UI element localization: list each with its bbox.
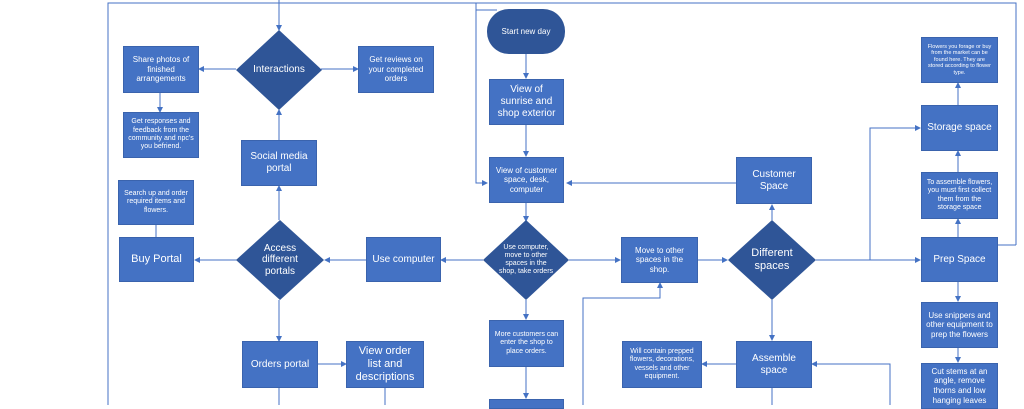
customer-space-node: Customer Space (736, 157, 812, 204)
use-computer-decision-label: Use computer, move to other spaces in th… (498, 243, 554, 276)
different-spaces-label: Different spaces (751, 247, 793, 272)
search-order-label: Search up and order required items and f… (124, 189, 188, 214)
storage-space-label: Storage space (927, 122, 992, 133)
buy-portal-node: Buy Portal (119, 237, 194, 282)
start-new-day-node: Start new day (487, 9, 565, 54)
social-media-portal-label: Social media portal (250, 151, 308, 174)
get-reviews-label: Get reviews on your completed orders (368, 55, 424, 84)
connector-bottom-loop-to-move (582, 282, 663, 405)
orders-portal-label: Orders portal (250, 358, 310, 370)
move-other-spaces-label: Move to other spaces in the shop. (635, 245, 684, 274)
view-sunrise-label: View of sunrise and shop exterior (497, 84, 556, 119)
flowers-forage-node: Flowers you forage or buy from the marke… (921, 37, 998, 83)
connector-outer-left (107, 2, 470, 405)
buy-portal-label: Buy Portal (131, 252, 182, 265)
assemble-space-node: Assemble space (736, 341, 812, 388)
connector-spaces-to-storage (869, 125, 921, 260)
use-snippers-label: Use snippers and other equipment to prep… (926, 310, 993, 339)
get-responses-label: Get responses and feedback from the comm… (128, 118, 194, 151)
will-contain-node: Will contain prepped flowers, decoration… (622, 341, 702, 388)
connector-top-into-customer (475, 3, 488, 186)
to-assemble-label: To assemble flowers, you must first coll… (926, 178, 993, 211)
bottom-center-node (489, 399, 564, 409)
search-order-node: Search up and order required items and f… (118, 180, 194, 225)
use-computer-decision: Use computer, move to other spaces in th… (483, 220, 569, 300)
more-customers-node: More customers can enter the shop to pla… (489, 320, 564, 367)
cut-stems-label: Cut stems at an angle, remove thorns and… (931, 366, 988, 405)
use-snippers-node: Use snippers and other equipment to prep… (921, 302, 998, 348)
prep-space-node: Prep Space (921, 237, 998, 282)
more-customers-label: More customers can enter the shop to pla… (494, 330, 559, 355)
customer-space-label: Customer Space (752, 168, 796, 192)
will-contain-label: Will contain prepped flowers, decoration… (629, 347, 695, 380)
get-responses-node: Get responses and feedback from the comm… (123, 112, 199, 158)
share-photos-node: Share photos of finished arrangements (123, 46, 199, 93)
use-computer-node: Use computer (366, 237, 441, 282)
use-computer-label: Use computer (372, 253, 435, 265)
view-order-list-node: View order list and descriptions (346, 341, 424, 388)
get-reviews-node: Get reviews on your completed orders (358, 46, 434, 93)
cut-stems-node: Cut stems at an angle, remove thorns and… (921, 363, 998, 409)
move-other-spaces-node: Move to other spaces in the shop. (621, 237, 698, 283)
access-portals-decision: Access different portals (236, 220, 324, 300)
different-spaces-decision: Different spaces (728, 220, 816, 300)
view-customer-space-node: View of customer space, desk, computer (489, 157, 564, 203)
prep-space-label: Prep Space (933, 253, 986, 265)
assemble-space-label: Assemble space (752, 352, 796, 376)
connector-top-right (470, 2, 1017, 245)
view-customer-space-label: View of customer space, desk, computer (495, 165, 558, 194)
start-new-day-label: Start new day (501, 26, 551, 36)
connector-cut-to-assemble (811, 361, 891, 405)
to-assemble-node: To assemble flowers, you must first coll… (921, 172, 998, 219)
interactions-label: Interactions (253, 64, 305, 76)
storage-space-node: Storage space (921, 105, 998, 151)
interactions-decision: Interactions (236, 30, 322, 110)
social-media-portal-node: Social media portal (241, 140, 317, 186)
access-portals-label: Access different portals (262, 242, 298, 277)
view-order-list-label: View order list and descriptions (355, 344, 415, 384)
share-photos-label: Share photos of finished arrangements (132, 55, 190, 84)
view-sunrise-node: View of sunrise and shop exterior (489, 79, 564, 125)
flowers-forage-label: Flowers you forage or buy from the marke… (927, 43, 992, 76)
orders-portal-node: Orders portal (242, 341, 318, 388)
